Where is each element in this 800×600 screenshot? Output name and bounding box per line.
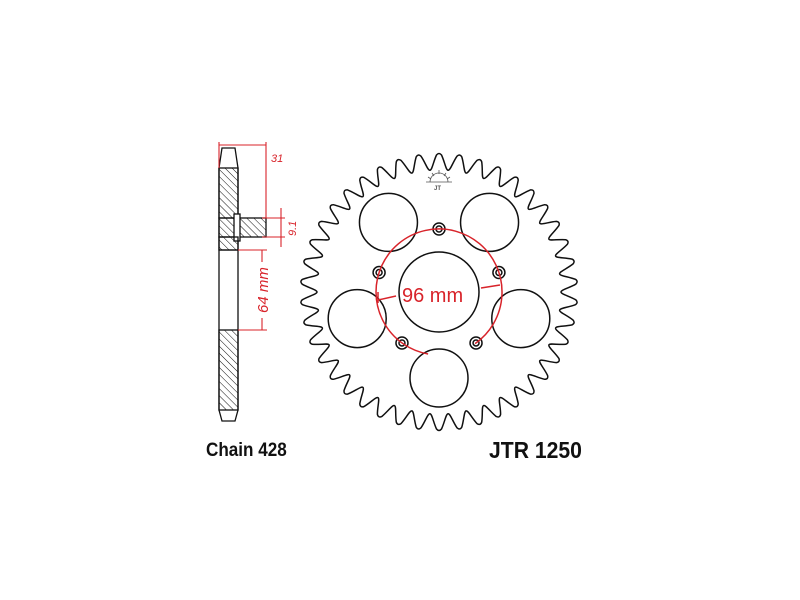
side-view	[218, 147, 267, 422]
hatch-top	[218, 167, 239, 219]
bolt-hole-inner	[398, 339, 406, 347]
center-bore	[398, 251, 480, 333]
front-view	[300, 152, 578, 432]
dim-bolt-circle: 96 mm	[402, 285, 463, 307]
jt-logo: JT	[426, 170, 452, 192]
dim-center-bore: 64 mm	[255, 267, 272, 313]
sprocket-teeth-outline	[300, 152, 578, 432]
lightening-hole	[409, 348, 469, 408]
dim-hub-thickness: 9.1	[287, 221, 299, 236]
bolt-hole	[372, 265, 386, 280]
chain-label: Chain 428	[206, 440, 287, 461]
bolt-circle-dimension	[375, 228, 503, 355]
lightening-hole	[358, 192, 419, 253]
lightening-hole	[491, 288, 551, 349]
bolt-hole-inner	[375, 268, 383, 277]
hatch-bottom	[218, 329, 239, 411]
bolt-circle-arc	[375, 228, 503, 355]
bolt-hole	[492, 265, 506, 280]
lightening-hole	[459, 192, 520, 253]
dim-offset: 31	[271, 153, 283, 165]
hatch-mid	[218, 236, 239, 251]
bolt-hole	[395, 336, 409, 350]
side-dimensions	[218, 142, 285, 331]
bolt-hole-inner	[495, 268, 503, 277]
bolt-hole	[469, 336, 483, 350]
model-number: JTR 1250	[489, 437, 582, 463]
svg-text:JT: JT	[434, 186, 441, 192]
bolt-hole-inner	[472, 339, 480, 347]
lightening-hole	[327, 288, 387, 349]
hub-section	[218, 217, 267, 238]
